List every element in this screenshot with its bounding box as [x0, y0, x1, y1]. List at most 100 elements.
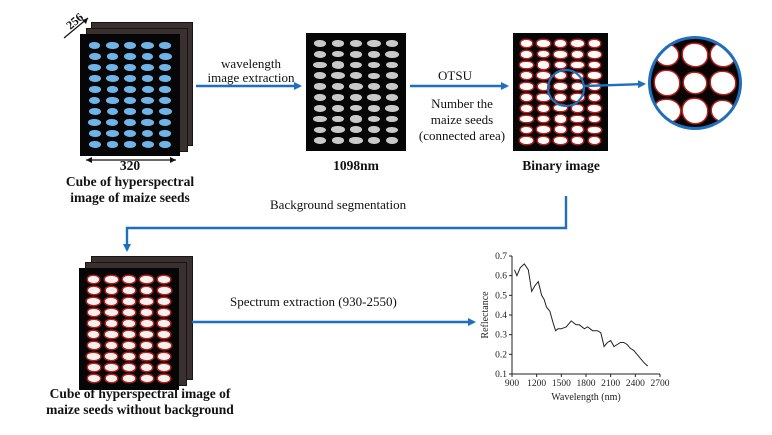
seed: [105, 331, 118, 338]
seed: [385, 50, 399, 58]
seed: [711, 43, 735, 67]
seed: [106, 118, 119, 127]
seed: [537, 72, 550, 80]
seed: [710, 72, 736, 94]
seed: [87, 364, 100, 371]
seed: [332, 104, 344, 112]
seed: [106, 86, 119, 93]
zoom-circle: [648, 36, 742, 130]
seed: [122, 375, 136, 382]
seed: [105, 341, 118, 350]
seed: [313, 61, 327, 69]
wavelength-label-line-1: wavelength: [221, 56, 281, 71]
seed: [159, 96, 172, 105]
band-image: [306, 33, 406, 151]
seed: [106, 63, 119, 72]
seed: [141, 140, 154, 149]
seed: [554, 83, 567, 91]
seed: [88, 140, 102, 149]
seed: [554, 126, 567, 134]
seed: [140, 353, 153, 360]
seed: [122, 342, 136, 349]
seed: [520, 72, 533, 80]
seed: [157, 286, 171, 295]
seed: [122, 308, 136, 317]
y-tick-label: 0.6: [495, 272, 507, 282]
seed: [313, 50, 327, 58]
seed: [350, 115, 362, 123]
seed: [140, 275, 154, 284]
number-label-line-1: Number the: [431, 96, 493, 111]
seed: [105, 74, 119, 83]
nobg-front-image: [79, 268, 179, 390]
seed: [140, 374, 153, 383]
seed: [124, 97, 136, 104]
y-tick-label: 0.3: [495, 331, 507, 341]
seed: [141, 108, 154, 115]
binary-caption: Binary image: [522, 158, 600, 173]
seed: [654, 99, 680, 123]
seed: [349, 50, 363, 58]
seed: [367, 137, 381, 145]
nobg-caption-line-2: maize seeds without background: [46, 402, 234, 417]
seed: [520, 83, 533, 90]
seed: [571, 61, 584, 69]
y-tick-label: 0.1: [495, 370, 507, 380]
seed: [87, 309, 100, 316]
seed: [141, 41, 155, 50]
seed: [367, 115, 381, 123]
seed: [349, 94, 363, 101]
x-tick-label: 900: [505, 379, 520, 389]
x-tick-label: 1200: [527, 379, 546, 389]
seed: [124, 64, 136, 71]
seed: [88, 276, 100, 283]
seed: [159, 86, 171, 93]
seed: [158, 276, 171, 283]
seed: [123, 74, 137, 83]
seed: [106, 97, 119, 104]
seed: [331, 126, 345, 134]
seed: [313, 136, 327, 145]
seed: [349, 126, 363, 134]
seed: [571, 50, 584, 58]
seed: [313, 104, 327, 112]
seed: [88, 52, 101, 61]
seed: [349, 137, 363, 144]
seed: [140, 330, 154, 339]
seed: [588, 126, 601, 133]
x-tick-label: 2400: [626, 379, 645, 389]
y-tick-label: 0.7: [495, 252, 507, 262]
seed: [313, 115, 327, 123]
seed: [159, 140, 171, 149]
seed: [537, 40, 550, 47]
seed: [157, 364, 171, 371]
seed: [123, 108, 137, 115]
seed: [588, 72, 601, 80]
seed: [158, 374, 170, 383]
y-tick-label: 0.5: [495, 291, 507, 301]
seed: [123, 331, 135, 338]
seed: [385, 93, 399, 102]
seed: [349, 83, 363, 91]
seed: [367, 39, 381, 48]
seed: [122, 319, 136, 328]
seed: [520, 93, 532, 102]
seed: [106, 42, 119, 49]
seed: [654, 71, 680, 95]
seed: [554, 137, 567, 144]
seed: [89, 42, 101, 49]
seed: [368, 126, 380, 134]
seed: [87, 353, 101, 360]
seed: [313, 72, 327, 80]
seed: [88, 130, 101, 137]
seed: [105, 287, 118, 294]
seed: [87, 320, 101, 327]
seed: [331, 137, 345, 144]
seed: [537, 126, 550, 134]
x-tick-label: 2100: [601, 379, 620, 389]
y-tick-label: 0.4: [495, 311, 507, 321]
seed: [385, 61, 399, 69]
seed: [87, 286, 100, 295]
seed: [349, 72, 363, 80]
seed: [571, 104, 584, 112]
